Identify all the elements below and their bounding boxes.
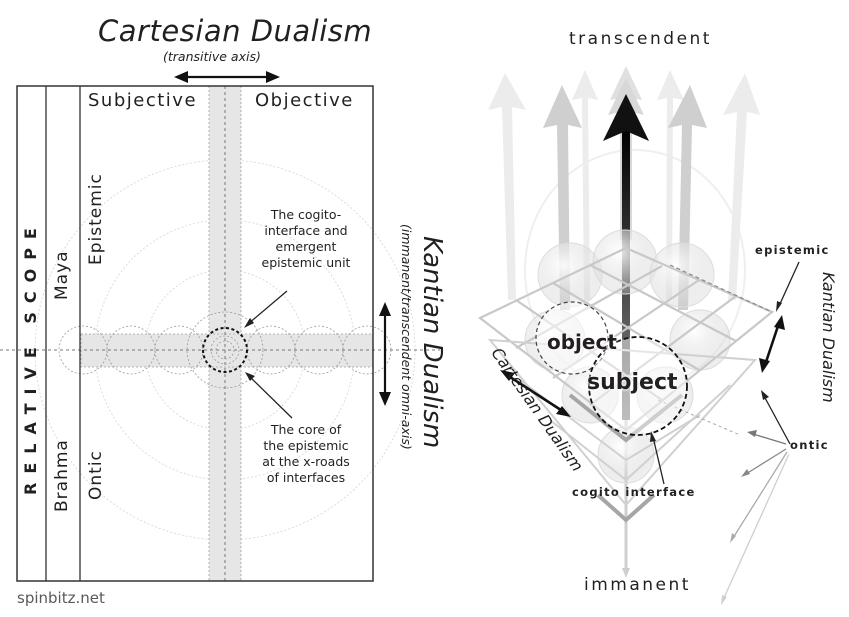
- note-lower-pointer: [245, 372, 293, 419]
- omni-axis-subtitle: (immanent/transcendent omni-axis): [399, 224, 414, 450]
- ontic-pointer-label: ontic: [790, 438, 829, 452]
- cogito-chevrons: [568, 393, 684, 523]
- subject-circle: [588, 336, 688, 436]
- right-diagram-graphics: [477, 66, 800, 605]
- transitive-axis-subtitle: (transitive axis): [163, 49, 261, 64]
- brahma-label: Brahma: [52, 439, 72, 512]
- horizontal-interface-band: [80, 333, 374, 368]
- cogito-interface-label: cogito interface: [572, 485, 696, 499]
- object-circle: [535, 301, 609, 375]
- objective-header: Objective: [255, 90, 354, 111]
- halo: [524, 149, 746, 391]
- maya-label: Maya: [52, 250, 72, 300]
- ontic-pointers: [721, 390, 791, 605]
- epistemic-pointer: [776, 261, 800, 312]
- kantian-dualism-title: Kantian Dualism: [417, 236, 447, 449]
- epistemic-core-note: The core of the epistemic at the x-roads…: [262, 422, 350, 485]
- object-label: object: [547, 330, 617, 354]
- site-credit: spinbitz.net: [17, 589, 105, 607]
- outer-frame: [16, 85, 374, 582]
- cogito-core-circle: [202, 327, 248, 373]
- omni-axis-arrow: [379, 302, 391, 406]
- transcendent-label: transcendent: [569, 29, 712, 49]
- relative-scope-label: RELATIVE SCOPE: [21, 219, 40, 495]
- ontic-label: Ontic: [86, 450, 106, 500]
- subjective-header: Subjective: [88, 90, 198, 111]
- cogito-interface-note: The cogito- interface and emergent epist…: [261, 207, 351, 270]
- kantian-arrow: [759, 315, 785, 373]
- left-diagram-graphics: [0, 71, 440, 582]
- cartesian-dualism-title: Cartesian Dualism: [98, 14, 373, 48]
- cogito-pointer: [650, 431, 665, 485]
- subject-label: subject: [587, 370, 678, 395]
- kantian-dualism-side-label: Kantian Dualism: [819, 272, 838, 403]
- epistemic-edge: [669, 264, 773, 313]
- immanent-label: immanent: [584, 575, 691, 595]
- epistemic-pointer-label: epistemic: [755, 243, 830, 257]
- transitive-axis-arrow: [174, 71, 280, 83]
- epistemic-label: Epistemic: [86, 173, 106, 265]
- cartesian-arrow: [500, 370, 571, 417]
- note-upper-pointer: [244, 290, 288, 328]
- ontic-plane-grid: [487, 338, 758, 507]
